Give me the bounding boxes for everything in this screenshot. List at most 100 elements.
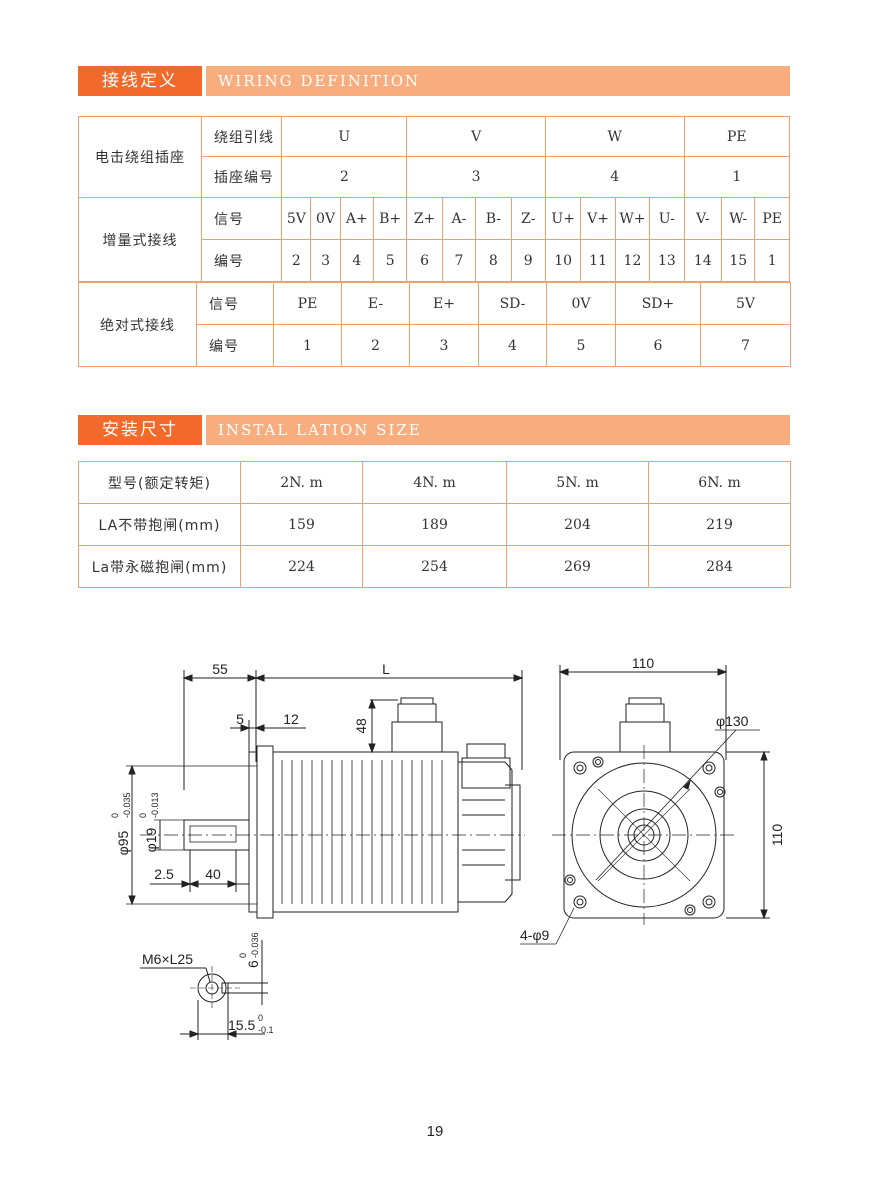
install-title-cn: 安装尺寸	[78, 415, 202, 445]
inc-number-cell: 10	[544, 239, 582, 282]
model-cell: 4N. m	[362, 461, 507, 504]
dim-95: φ95	[115, 830, 131, 855]
la-cell: 254	[362, 545, 507, 588]
dim-40: 40	[205, 866, 221, 882]
dim-110-top: 110	[632, 655, 655, 671]
tol-6-bot: -0.036	[250, 932, 260, 958]
tol-15-top: 0	[258, 1013, 263, 1023]
lead-label: 绕组引线	[200, 116, 283, 157]
la-cell: 224	[240, 545, 363, 588]
dim-19: φ19	[143, 827, 159, 852]
wiring-title-en: WIRING DEFINITION	[206, 66, 790, 96]
abs-signal-cell: E-	[341, 282, 410, 325]
dim-4-phi9: 4-φ9	[520, 927, 550, 943]
inc-signal-cell: A-	[441, 197, 477, 240]
socket-cell: 2	[281, 156, 408, 198]
inc-signal-cell: U-	[649, 197, 685, 240]
inc-number-cell: 5	[372, 239, 408, 282]
number-label: 编号	[196, 324, 274, 367]
number-label: 编号	[200, 239, 283, 282]
page-number: 19	[426, 1123, 444, 1140]
front-view	[520, 665, 770, 945]
abs-number-cell: 2	[341, 324, 410, 367]
inc-number-cell: 2	[281, 239, 312, 282]
la-cell: 159	[240, 503, 363, 546]
la-brake-label: La带永磁抱闸(mm)	[78, 545, 241, 588]
inc-number-cell: 13	[649, 239, 685, 282]
socket-cell: 4	[544, 156, 685, 198]
inc-number-cell: 3	[310, 239, 341, 282]
socket-cell: 3	[406, 156, 546, 198]
la-cell: 284	[648, 545, 791, 588]
socket-label: 插座编号	[200, 156, 283, 198]
key-label: M6×L25	[142, 951, 193, 967]
dim-5: 5	[236, 711, 244, 727]
inc-number-cell: 6	[406, 239, 443, 282]
la-cell: 189	[362, 503, 507, 546]
tol-6-top: 0	[238, 953, 248, 958]
abs-number-cell: 4	[478, 324, 547, 367]
inc-signal-cell: A+	[339, 197, 374, 240]
inc-signal-cell: PE	[754, 197, 790, 240]
inc-signal-cell: V-	[683, 197, 723, 240]
inc-signal-cell: U+	[544, 197, 582, 240]
abs-number-cell: 3	[409, 324, 479, 367]
tol-19-bot: -0.013	[150, 792, 160, 818]
inc-number-cell: 11	[580, 239, 616, 282]
la-cell: 219	[648, 503, 791, 546]
model-cell: 5N. m	[506, 461, 649, 504]
tol-15-bot: -0.1	[258, 1025, 274, 1035]
tol-95-top: 0	[110, 813, 120, 818]
inc-signal-cell: Z+	[406, 197, 443, 240]
shaft-section	[140, 940, 268, 1040]
abs-number-cell: 1	[273, 324, 342, 367]
side-view	[126, 670, 525, 919]
inc-number-cell: 15	[721, 239, 756, 282]
abs-number-cell: 5	[546, 324, 616, 367]
install-section-header: 安装尺寸 INSTAL LATION SIZE	[78, 415, 790, 445]
dim-2-5: 2.5	[154, 866, 174, 882]
inc-number-cell: 12	[614, 239, 651, 282]
lead-cell: PE	[683, 116, 791, 157]
inc-signal-cell: B+	[372, 197, 408, 240]
inc-signal-cell: 0V	[310, 197, 341, 240]
tol-95-bot: -0.035	[122, 792, 132, 818]
la-cell: 204	[506, 503, 649, 546]
abs-signal-cell: E+	[409, 282, 479, 325]
wiring-title-cn: 接线定义	[78, 66, 202, 96]
dim-15-5: 15.5	[228, 1017, 255, 1033]
dim-12: 12	[283, 711, 299, 727]
dim-110-side: 110	[769, 824, 785, 847]
abs-signal-cell: 0V	[546, 282, 616, 325]
inc-number-cell: 14	[683, 239, 723, 282]
tol-19-top: 0	[138, 813, 148, 818]
inc-signal-cell: V+	[580, 197, 616, 240]
absolute-label: 绝对式接线	[78, 282, 197, 367]
inc-number-cell: 7	[441, 239, 477, 282]
abs-number-cell: 6	[615, 324, 701, 367]
inc-signal-cell: W+	[614, 197, 651, 240]
abs-signal-cell: PE	[273, 282, 342, 325]
dim-L: L	[382, 661, 390, 677]
inc-signal-cell: Z-	[510, 197, 546, 240]
lead-cell: V	[406, 116, 546, 157]
abs-signal-cell: SD-	[478, 282, 547, 325]
la-nobrake-label: LA不带抱闸(mm)	[78, 503, 241, 546]
abs-signal-cell: SD+	[615, 282, 701, 325]
incremental-label: 增量式接线	[78, 197, 202, 282]
model-label: 型号(额定转矩)	[78, 461, 241, 504]
dim-130: φ130	[716, 713, 749, 729]
model-cell: 6N. m	[648, 461, 791, 504]
model-cell: 2N. m	[240, 461, 363, 504]
dim-55: 55	[212, 661, 228, 677]
install-size-table: 型号(额定转矩) 2N. m 4N. m 5N. m 6N. m LA不带抱闸(…	[78, 461, 791, 588]
wiring-table: 电击绕组插座 绕组引线 U V W PE 插座编号 2 3 4 1 增量式接线 …	[78, 116, 791, 282]
abs-signal-cell: 5V	[700, 282, 791, 325]
inc-number-cell: 1	[754, 239, 790, 282]
inc-number-cell: 4	[339, 239, 374, 282]
inc-number-cell: 9	[510, 239, 546, 282]
lead-cell: U	[281, 116, 408, 157]
socket-cell: 1	[683, 156, 791, 198]
la-cell: 269	[506, 545, 649, 588]
abs-number-cell: 7	[700, 324, 791, 367]
